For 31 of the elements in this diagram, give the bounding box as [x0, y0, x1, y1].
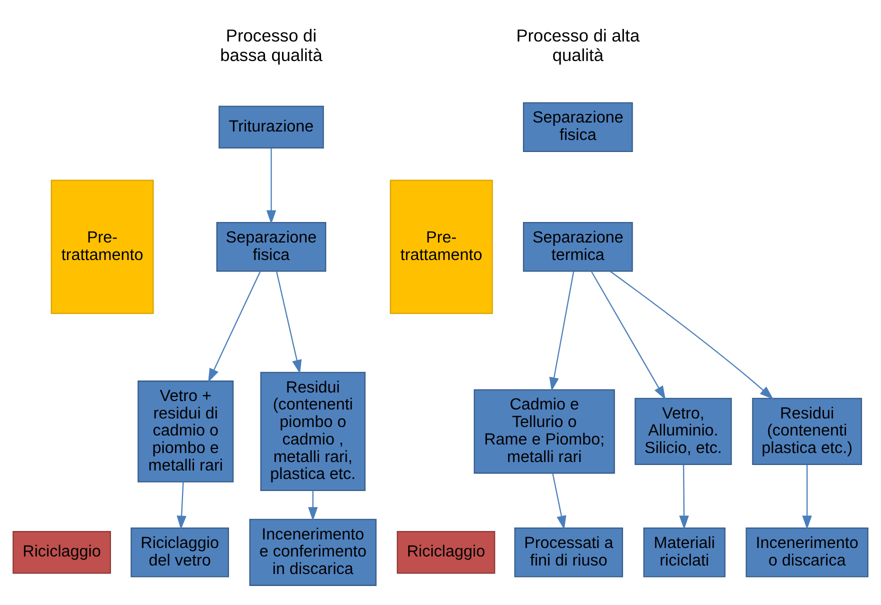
node-box: Residui (contenenti plastica etc.)	[752, 397, 862, 465]
arrow	[549, 270, 574, 391]
arrow	[590, 270, 666, 400]
node-box: Materiali riciclati	[643, 527, 726, 577]
arrow	[679, 464, 689, 530]
node-box: Separazione fisica	[522, 102, 633, 152]
arrow	[276, 270, 302, 374]
arrow	[610, 270, 774, 399]
node-box: Processati a fini di riuso	[514, 527, 624, 577]
node-box: Incenerimento e conferimento in discarica	[249, 518, 377, 586]
node-box: Riciclaggio	[396, 530, 496, 574]
arrow	[552, 472, 566, 530]
arrow	[176, 481, 186, 530]
arrow	[308, 490, 318, 520]
node-box: Riciclaggio del vetro	[130, 527, 229, 577]
node-box: Pre-trattamento	[50, 179, 154, 314]
arrow	[802, 464, 812, 530]
node-box: Incenerimento o discarica	[746, 527, 868, 577]
arrow	[208, 270, 261, 382]
node-box: Pre-trattamento	[390, 179, 493, 314]
node-box: Separazione fisica	[216, 222, 326, 272]
node-box: Residui (contenenti piombo o cadmio , metalli rari, plastica etc.	[260, 371, 366, 491]
node-box: Cadmio e Tellurio o Rame e Piombo; metalli rari	[474, 388, 615, 474]
node-box: Vetro + residui di cadmio o piombo e metalli rari	[138, 380, 234, 482]
label: Processo di alta qualità	[516, 24, 640, 65]
label: Processo di bassa qualità	[220, 24, 322, 65]
node-box: Vetro, Alluminio. Silicio, etc.	[634, 397, 732, 465]
node-box: Riciclaggio	[12, 530, 111, 574]
arrow	[266, 148, 276, 224]
node-box: Triturazione	[218, 105, 324, 148]
node-box: Separazione termica	[522, 222, 633, 272]
